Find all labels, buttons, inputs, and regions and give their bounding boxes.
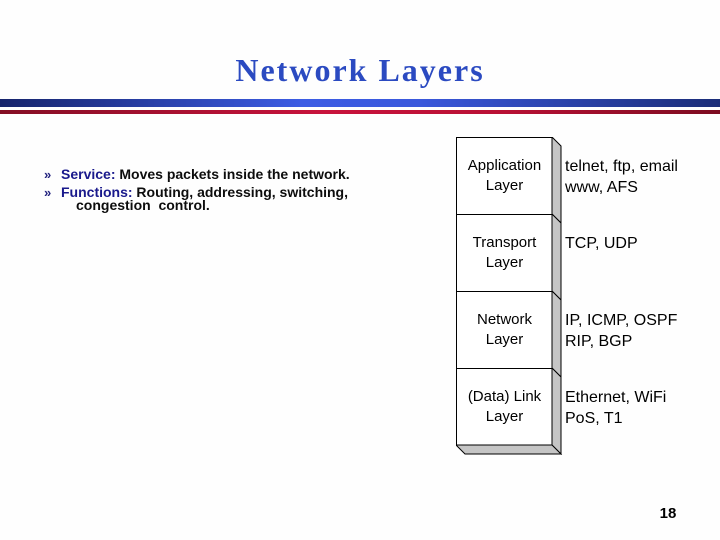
- box-side-transport: [551, 212, 562, 302]
- page-number: 18: [659, 505, 677, 522]
- bullet-text: Service: Moves packets inside the networ…: [61, 166, 350, 182]
- bullet-keyword: Functions:: [61, 184, 133, 200]
- layer-label-datalink-layer: (Data) Link Layer: [456, 368, 553, 445]
- box-side-datalink: [551, 366, 562, 455]
- protocol-line: TCP, UDP: [565, 235, 638, 252]
- protocols-application-layer: telnet, ftp, email www, AFS: [565, 156, 678, 198]
- protocols-transport-layer: TCP, UDP: [565, 233, 638, 254]
- stack-3d-sides: [456, 137, 563, 455]
- layer-name-line: Layer: [485, 253, 524, 271]
- bullet-rest: Routing, addressing, switching,: [132, 184, 349, 200]
- bullet-marker-icon: »: [44, 185, 52, 200]
- layer-name-line: Network: [476, 310, 532, 328]
- layer-name-line: Application: [467, 156, 542, 174]
- box-bottom-datalink: [456, 444, 563, 455]
- bullet-keyword: Service:: [61, 166, 116, 182]
- box-face-datalink: [456, 368, 553, 446]
- layer-name-line: Layer: [485, 407, 524, 425]
- protocols-network-layer: IP, ICMP, OSPF RIP, BGP: [565, 310, 677, 352]
- slide-title: Network Layers: [235, 52, 485, 88]
- protocol-line: RIP, BGP: [565, 333, 633, 350]
- box-side-network: [551, 289, 562, 379]
- layer-label-transport-layer: Transport Layer: [456, 214, 553, 291]
- divider-blue-bar: [0, 99, 720, 107]
- box-face-application: [456, 137, 553, 215]
- bullet-rest: Moves packets inside the network.: [115, 166, 350, 182]
- layer-name-line: Layer: [485, 176, 524, 194]
- bullet-continuation-line: congestion control.: [76, 197, 210, 213]
- bullet-item-service: » Service: Moves packets inside the netwo…: [44, 166, 350, 182]
- layer-name-line: Transport: [472, 233, 537, 251]
- layer-name-line: Layer: [485, 330, 524, 348]
- box-side-application: [551, 137, 562, 225]
- divider-red-bar: [0, 110, 720, 114]
- protocol-line: www, AFS: [565, 179, 638, 196]
- layer-name-line: (Data) Link: [467, 387, 542, 405]
- layer-label-network-layer: Network Layer: [456, 291, 553, 368]
- layer-label-application-layer: Application Layer: [456, 137, 553, 214]
- protocols-datalink-layer: Ethernet, WiFi PoS, T1: [565, 387, 666, 429]
- bullet-item-functions: » Functions: Routing, addressing, switchi…: [44, 184, 348, 200]
- bullet-marker-icon: »: [44, 167, 52, 182]
- protocol-line: IP, ICMP, OSPF: [565, 312, 678, 329]
- bullet-text: Functions: Routing, addressing, switchin…: [61, 184, 348, 200]
- layer-stack-3d-diagram: [456, 137, 563, 455]
- stack-faces: [456, 137, 553, 446]
- protocol-line: Ethernet, WiFi: [565, 389, 667, 406]
- box-face-transport: [456, 214, 553, 292]
- protocol-line: telnet, ftp, email: [565, 158, 678, 175]
- protocol-line: PoS, T1: [565, 410, 623, 427]
